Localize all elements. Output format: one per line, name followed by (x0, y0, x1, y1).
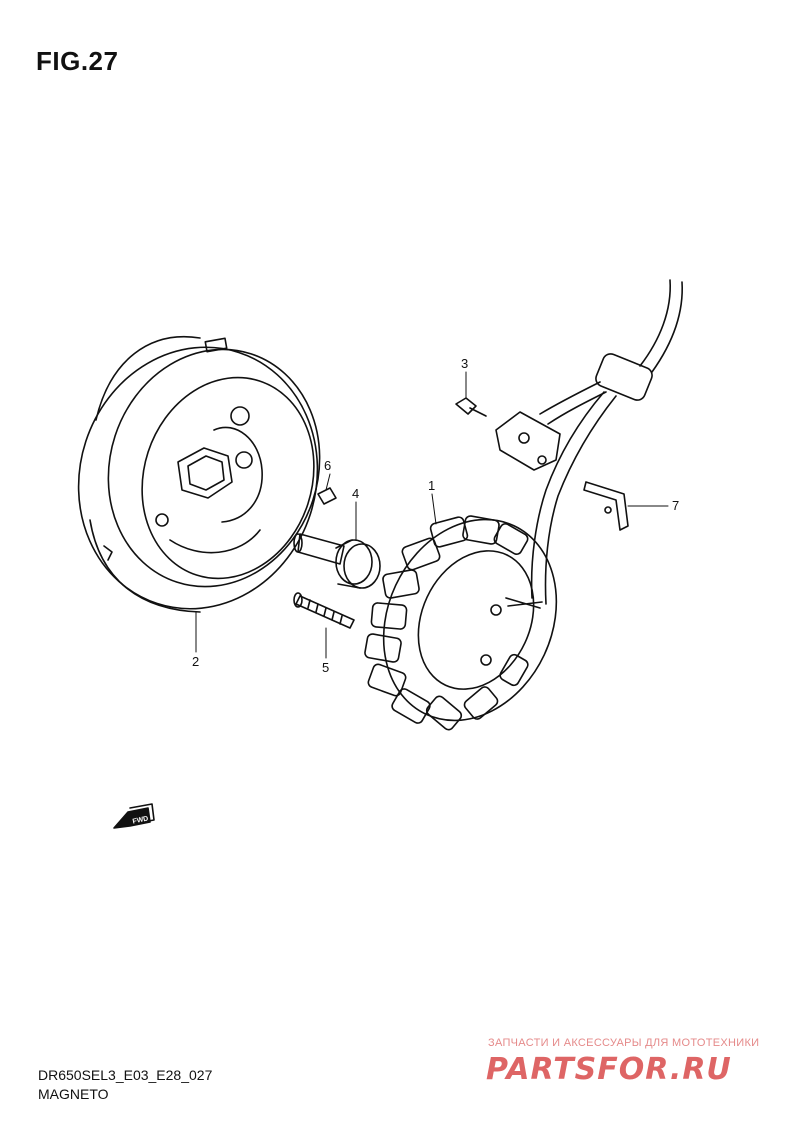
section-name: MAGNETO (38, 1086, 109, 1102)
callout-3: 3 (461, 356, 468, 371)
pickup-coil (495, 411, 561, 471)
wire-clamp (583, 481, 629, 531)
callout-5: 5 (322, 660, 329, 675)
rotor-flywheel (77, 336, 321, 613)
callout-7: 7 (672, 498, 679, 513)
fwd-label: FWD (132, 815, 149, 825)
callout-4: 4 (352, 486, 359, 501)
fwd-arrow-icon (113, 803, 155, 829)
wiring-harness (530, 279, 683, 605)
woodruff-key (317, 487, 337, 505)
callout-1: 1 (428, 478, 435, 493)
pickup-screw (455, 397, 487, 417)
callout-6: 6 (324, 458, 331, 473)
rotor-bolt (293, 533, 381, 589)
figure-title: FIG.27 (36, 46, 119, 76)
leader-lines (195, 371, 669, 659)
callout-2: 2 (192, 654, 199, 669)
watermark-tagline: ЗАПЧАСТИ И АКСЕССУАРЫ ДЛЯ МОТОТЕХНИКИ (488, 1037, 760, 1049)
model-code: DR650SEL3_E03_E28_027 (38, 1067, 213, 1083)
watermark-logo: PARTSFOR.RU (486, 1052, 732, 1087)
stator-coil (364, 515, 558, 731)
stator-screw (293, 592, 355, 629)
